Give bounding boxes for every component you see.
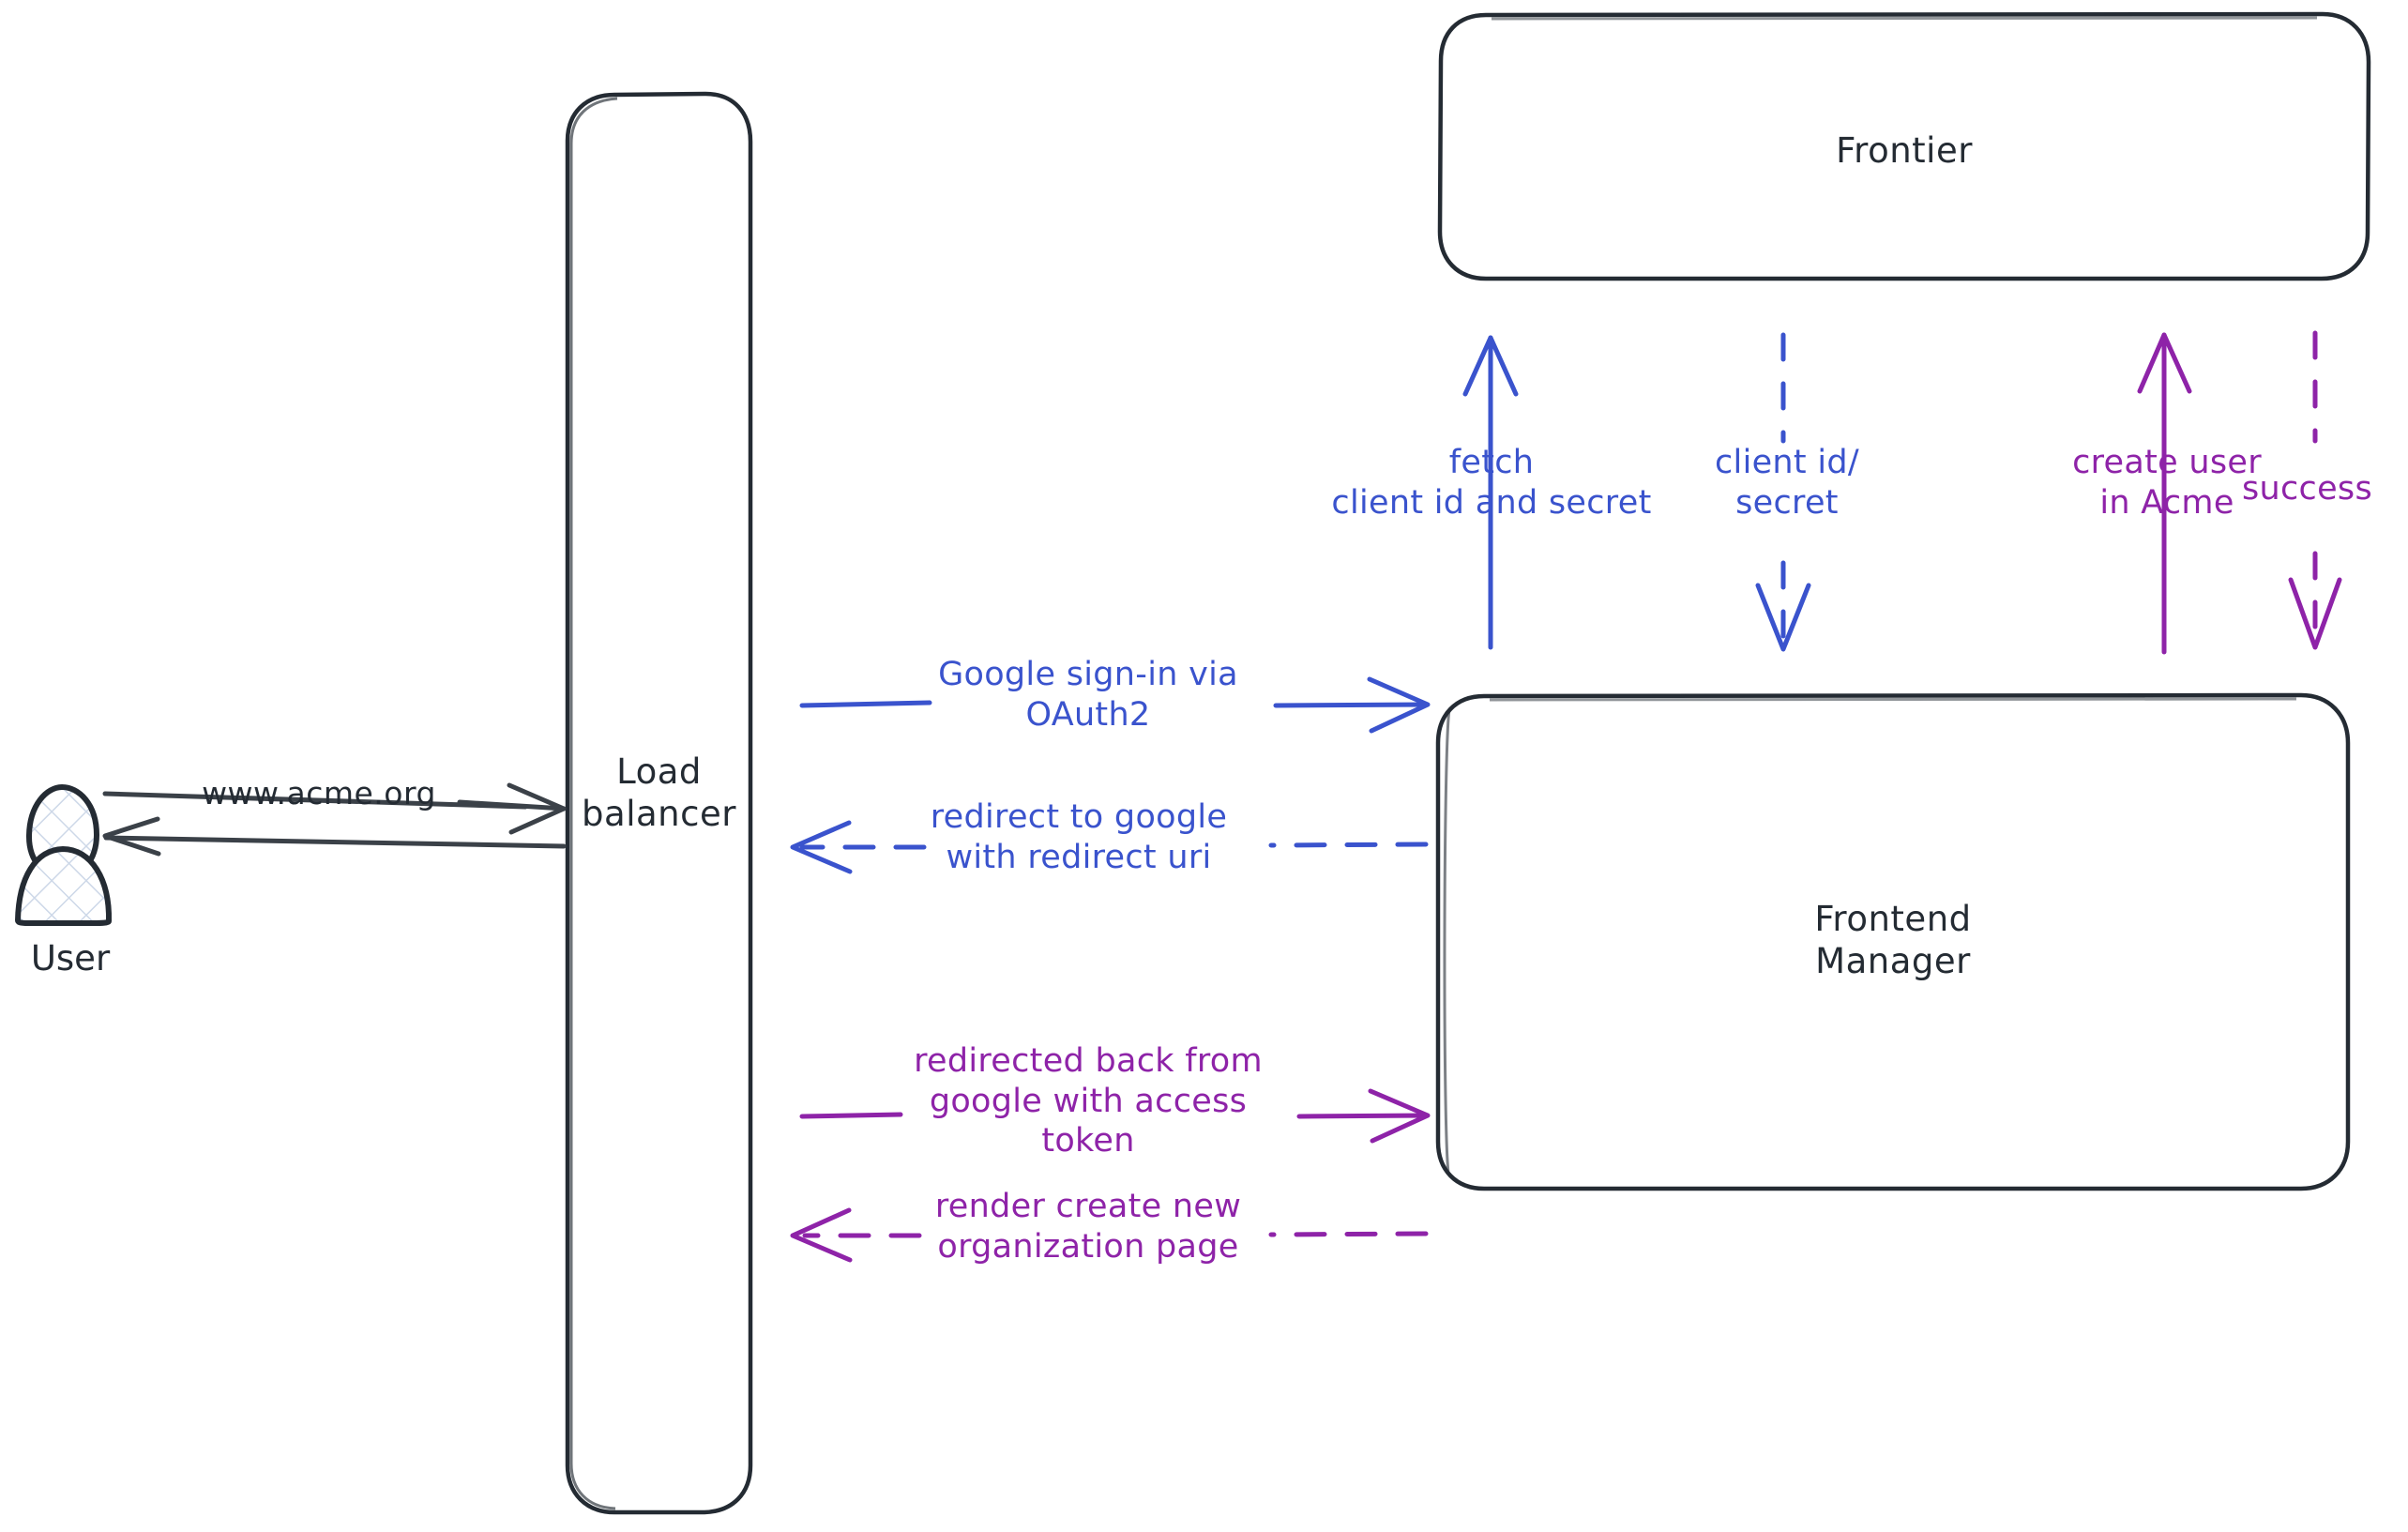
user-actor — [15, 783, 113, 926]
lb-to-fm-google-signin-arrow — [799, 676, 1431, 734]
fm-to-lb-render-org-page-arrow — [790, 1207, 1429, 1263]
load-balancer-label: Load balancer — [582, 751, 736, 835]
user-actor-label: User — [30, 938, 111, 978]
fm-to-frontier-create-user-label: create user in Acme — [2072, 444, 2262, 522]
fm-to-frontier-fetch-credentials-label: fetch client id and secret — [1331, 444, 1652, 522]
frontend-manager-label: Frontend Manager — [1814, 899, 1972, 982]
fm-to-lb-redirect-google-arrow — [790, 820, 1429, 874]
fm-to-frontier-fetch-credentials-arrow — [1462, 335, 1519, 650]
load-balancer-node[interactable] — [565, 91, 753, 1515]
frontier-to-fm-credentials-arrow — [1755, 332, 1811, 652]
user-to-lb-request-label: www.acme.org — [202, 775, 436, 812]
fm-to-lb-redirect-google-label: redirect to google with redirect uri — [930, 798, 1228, 876]
frontier-to-fm-success-label: success — [2242, 470, 2373, 508]
lb-to-user-response-arrow — [102, 816, 567, 857]
frontier-label: Frontier — [1836, 130, 1973, 171]
fm-to-frontier-create-user-arrow — [2137, 332, 2192, 655]
user-to-lb-request-arrow — [102, 782, 567, 835]
frontier-to-fm-credentials-label: client id/ secret — [1715, 444, 1859, 522]
frontier-node[interactable] — [1437, 11, 2371, 281]
fm-to-lb-render-org-page-label: render create new organization page — [934, 1188, 1242, 1266]
lb-to-fm-google-signin-label: Google sign-in via OAuth2 — [938, 656, 1238, 734]
frontier-to-fm-success-arrow — [2288, 330, 2342, 650]
frontend-manager-node[interactable] — [1435, 692, 2351, 1191]
lb-to-fm-redirect-back-arrow — [799, 1088, 1431, 1144]
lb-to-fm-redirect-back-label: redirected back from google with access … — [914, 1042, 1263, 1160]
